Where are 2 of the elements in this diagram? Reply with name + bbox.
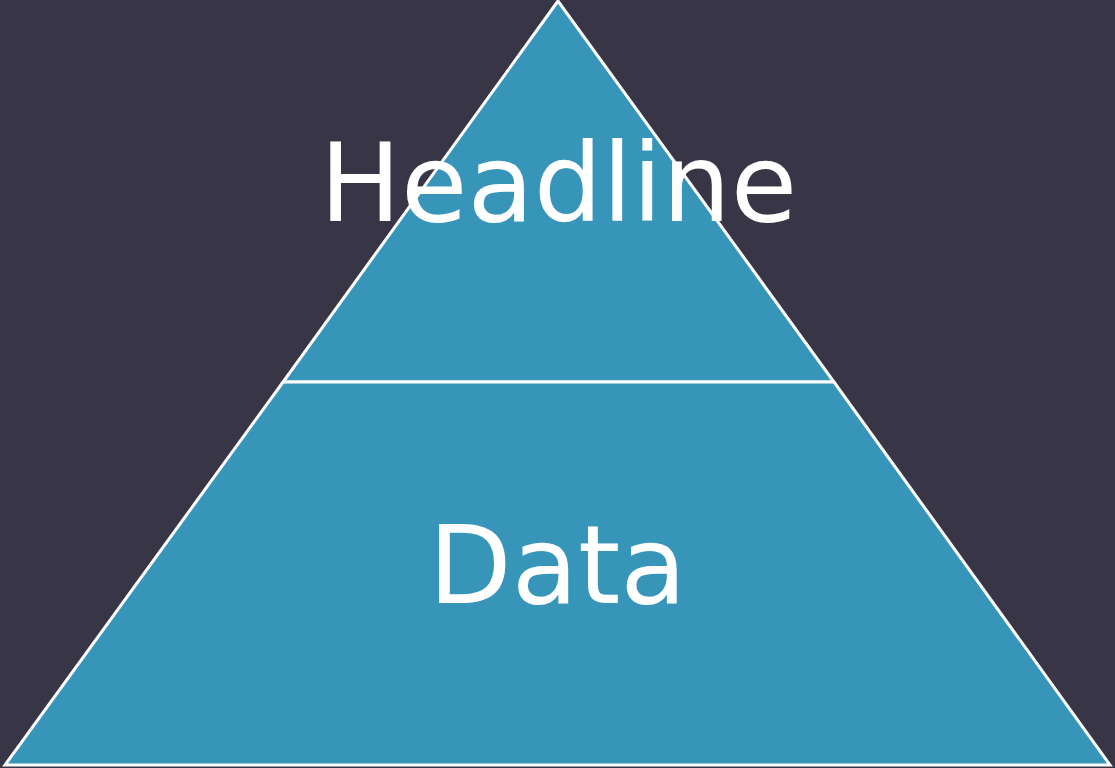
pyramid-tier (3, 382, 1112, 766)
tier-label: Data (427, 512, 688, 620)
